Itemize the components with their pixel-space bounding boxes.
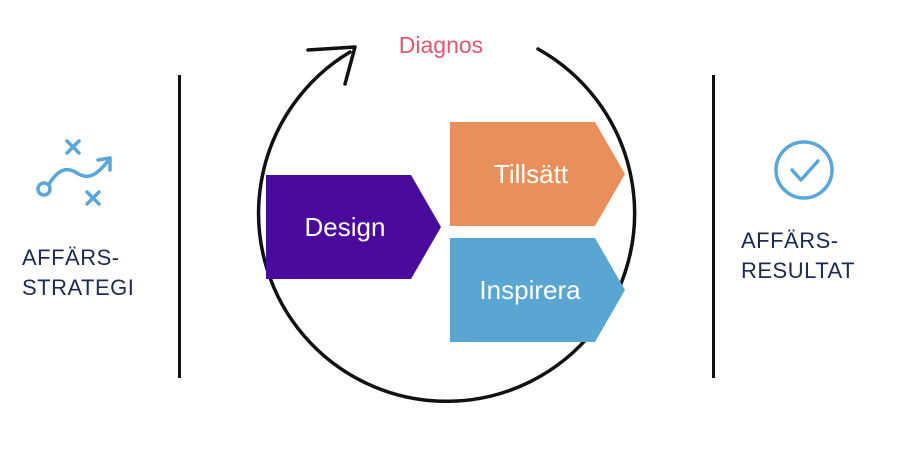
step-tillsatt-label: Tillsätt [494,159,569,189]
business-result-label: AFFÄRS- RESULTAT [741,226,855,286]
cycle-label: Diagnos [399,32,483,58]
step-tillsatt: Tillsätt [450,122,625,226]
right-divider [712,75,715,378]
step-design-shape [266,175,441,279]
cycle-arc [256,47,637,404]
business-result-line-1: AFFÄRS- [741,228,839,253]
business-strategy-label: AFFÄRS- STRATEGI [22,243,134,303]
check-circle-icon [774,140,834,200]
step-tillsatt-shape [450,122,625,226]
business-strategy-line-1: AFFÄRS- [22,245,120,270]
business-result-line-2: RESULTAT [741,258,856,283]
cycle-arrowhead-icon [306,45,357,86]
step-inspirera: Inspirera [450,238,625,342]
step-inspirera-shape [450,238,625,342]
step-design: Design [266,175,441,279]
step-design-label: Design [305,212,386,242]
business-strategy-line-2: STRATEGI [22,275,135,300]
strategy-play-icon [36,139,112,206]
left-divider [178,75,181,378]
step-inspirera-label: Inspirera [479,275,581,305]
